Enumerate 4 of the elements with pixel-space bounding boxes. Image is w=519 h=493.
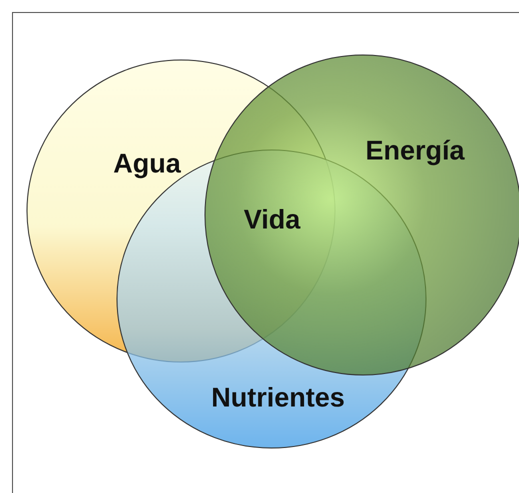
set-label: Energía xyxy=(365,136,465,166)
set-label: Nutrientes xyxy=(211,382,345,414)
set-label: Agua xyxy=(113,148,181,180)
intersection-label: Vida xyxy=(244,204,300,236)
